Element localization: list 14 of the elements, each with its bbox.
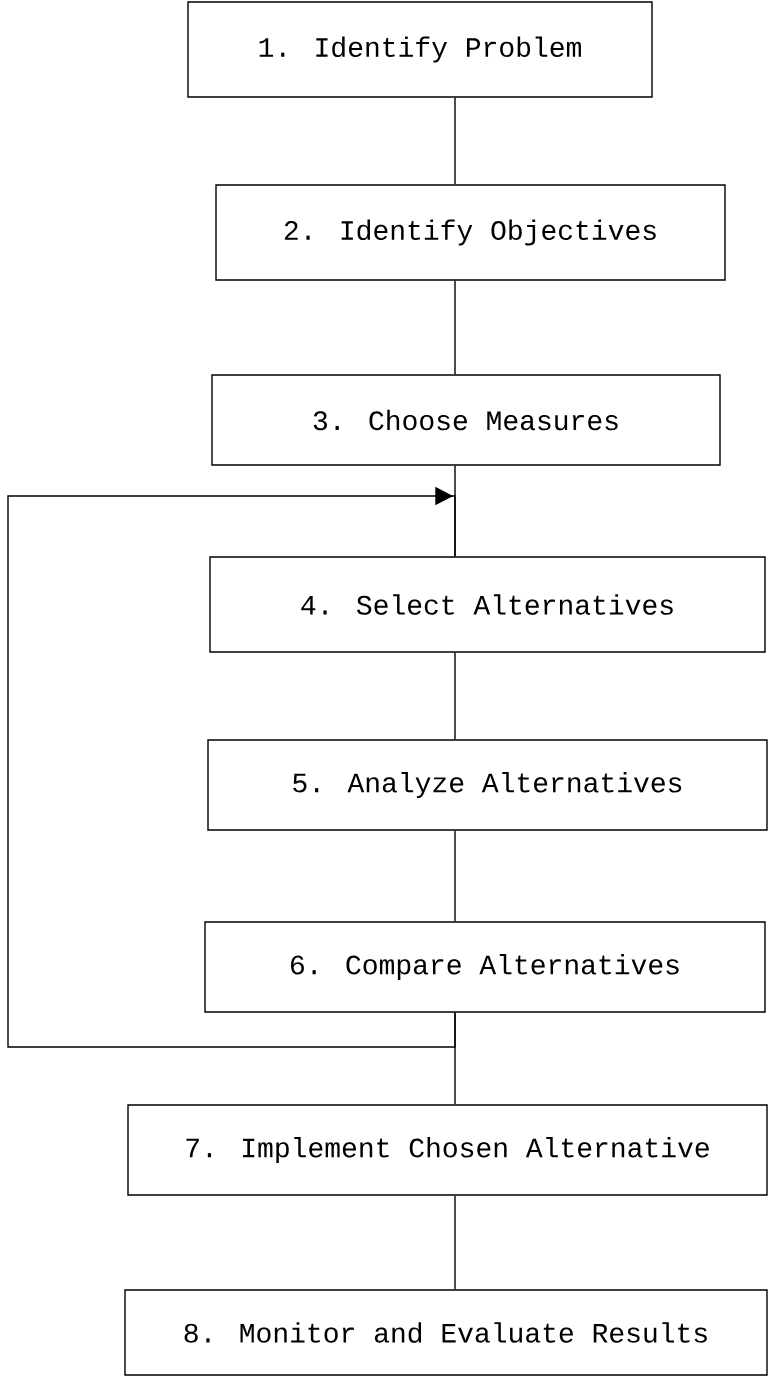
process-box: 4. Select Alternatives <box>209 556 766 653</box>
connector-line <box>454 1195 456 1290</box>
process-box: 2. Identify Objectives <box>215 184 726 281</box>
connector-line <box>454 97 456 185</box>
process-box: 5. Analyze Alternatives <box>207 739 768 831</box>
connector-line <box>454 652 456 740</box>
loop-arrow <box>7 486 456 1048</box>
process-box: 3. Choose Measures <box>211 374 721 466</box>
connector-line <box>454 280 456 375</box>
process-box: 6. Compare Alternatives <box>204 921 766 1013</box>
process-box: 7. Implement Chosen Alternative <box>127 1104 768 1196</box>
process-box: 1. Identify Problem <box>187 1 653 98</box>
process-box: 8. Monitor and Evaluate Results <box>124 1289 768 1376</box>
connector-line <box>454 830 456 922</box>
